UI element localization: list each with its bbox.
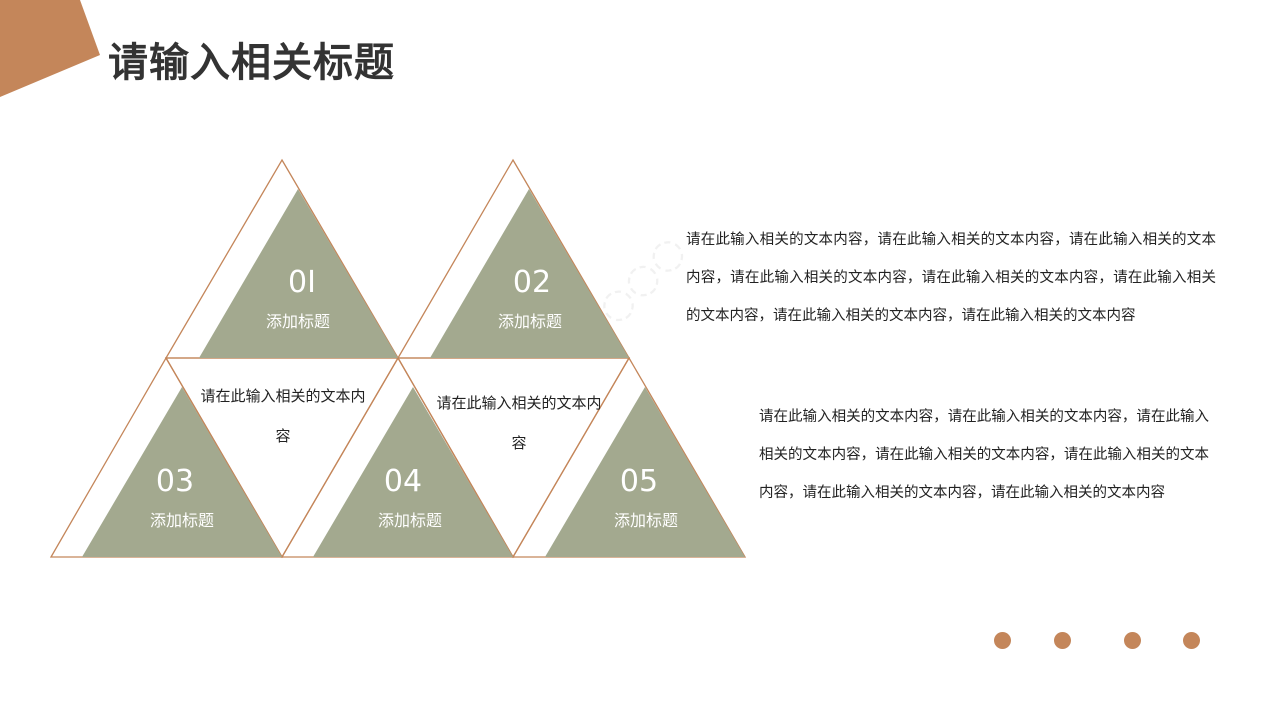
triangle-label-2: 添加标题 [497,312,562,331]
triangle-fill-3 [82,387,282,557]
triangle-fill-5 [545,387,745,557]
inner-text-2: 请在此输入相关的文本内容 [436,394,602,452]
paragraph-1: 请在此输入相关的文本内容，请在此输入相关的文本内容，请在此输入相关的文本内容，请… [686,232,1216,324]
triangle-fill-1 [199,189,398,358]
triangle-number-2: 02 [512,265,552,300]
decor-dot [1054,632,1071,649]
triangle-number-3: 03 [155,464,195,499]
triangle-number-5: 05 [619,464,659,499]
triangle-number-4: 04 [383,464,423,499]
paragraph-2: 请在此输入相关的文本内容，请在此输入相关的文本内容，请在此输入相关的文本内容，请… [759,409,1209,501]
triangle-label-3: 添加标题 [149,511,214,530]
corner-accent-shape [0,0,100,97]
decor-dot [994,632,1011,649]
decor-dot [1183,632,1200,649]
triangle-label-5: 添加标题 [613,511,678,530]
triangle-number-1: 0I [288,265,316,300]
page-title: 请输入相关标题 [108,39,395,86]
decor-dot [1124,632,1141,649]
triangle-label-1: 添加标题 [265,312,330,331]
triangle-fill-2 [430,189,629,358]
triangle-label-4: 添加标题 [377,511,442,530]
inner-text-1: 请在此输入相关的文本内容 [200,387,366,445]
triangle-fill-4 [313,387,513,557]
